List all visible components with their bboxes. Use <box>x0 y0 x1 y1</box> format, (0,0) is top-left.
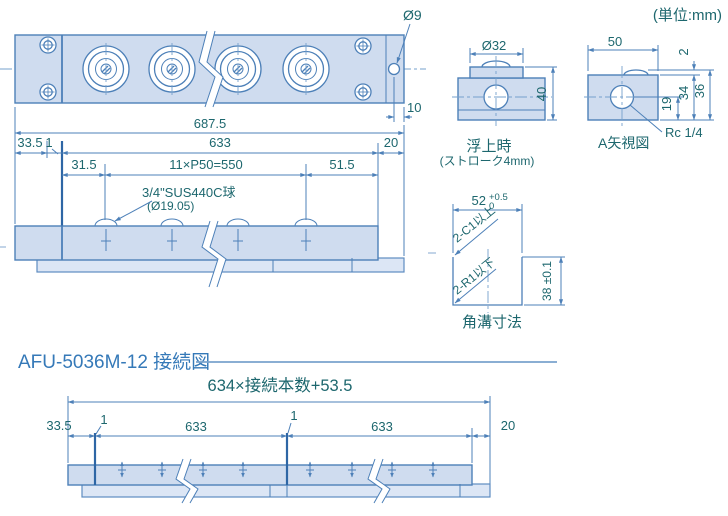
balls-side <box>94 218 318 251</box>
connection-bodies <box>67 464 473 486</box>
groove-width-tol-lower: 0 <box>489 201 494 212</box>
dim-joint-gap: 1 <box>45 135 52 150</box>
ball-label-leader <box>114 200 153 222</box>
a-arrow-view: 50 19 34 2 36 Rc 1/4 A矢視図 <box>584 34 714 151</box>
top-view: Ø9 10 <box>0 7 426 122</box>
side-view <box>0 218 436 288</box>
conn-left-margin: 33.5 <box>46 418 71 433</box>
conn-right-margin: 20 <box>501 418 515 433</box>
dim-overall: 687.5 <box>194 116 227 131</box>
svg-text:50: 50 <box>608 34 622 49</box>
dim-ball-dia: Ø32 <box>469 38 524 63</box>
break-line-plan <box>198 30 224 108</box>
dim-hole-offset: 10 <box>386 77 421 122</box>
svg-text:10: 10 <box>407 100 421 115</box>
mounting-hole <box>387 62 401 76</box>
ball-units-plan <box>82 43 330 95</box>
float-top-plate <box>469 66 524 79</box>
plan-dimensions: 687.5 33.5 1 633 20 31.5 11×P50=550 51.5… <box>14 107 405 256</box>
connection-title: AFU-5036M-12 接続図 <box>18 351 210 373</box>
dim-last-pitch: 51.5 <box>329 157 354 172</box>
dia9-leader <box>396 23 411 64</box>
dim-total-height: 36 <box>692 84 707 98</box>
ball-material-label: 3/4"SUS440C球 <box>142 185 236 200</box>
dim-right-margin: 20 <box>384 135 398 150</box>
connection-balls <box>118 461 437 478</box>
bolt-holes <box>39 36 372 101</box>
break-line-conn-1 <box>175 458 199 504</box>
float-caption-sub: (ストローク4mm) <box>440 154 535 168</box>
dim-protrusion: 2 <box>676 48 691 55</box>
fillet-leader <box>454 268 497 304</box>
dim-a-heights: 19 34 2 36 <box>634 48 714 121</box>
conn-joint1: 1 <box>100 412 107 427</box>
groove-width-tol-upper: +0.5 <box>489 192 508 203</box>
units-note: (単位:mm) <box>653 7 722 24</box>
dim-rail-length: 633 <box>209 135 231 150</box>
dim-first-pitch: 31.5 <box>71 157 96 172</box>
ball-dia-label: (Ø19.05) <box>147 199 194 213</box>
dim-body-height: 34 <box>676 86 691 100</box>
connection-diagram: AFU-5036M-12 接続図 634×接続本数+53.5 33.5 1 63… <box>18 351 557 504</box>
conn-joint2: 1 <box>290 408 297 423</box>
fillet-label: 2-R1以下 <box>450 255 498 297</box>
dia9-label: Ø9 <box>403 7 422 23</box>
connection-formula: 634×接続本数+53.5 <box>208 376 353 395</box>
dim-groove-width: 52 <box>472 193 486 208</box>
dim-float-height: 40 <box>525 66 557 121</box>
groove-profile <box>452 257 523 306</box>
dim-hole-height: 19 <box>659 97 674 111</box>
a-view-caption: A矢視図 <box>598 135 649 151</box>
float-view: Ø32 40 浮上時 (ストローク4mm) <box>440 38 557 168</box>
conn-span2: 633 <box>371 419 393 434</box>
dim-pitch: 11×P50=550 <box>169 157 243 172</box>
connection-rail <box>81 483 491 498</box>
dim-a-width: 50 <box>587 34 659 71</box>
unit-body-side <box>14 225 379 261</box>
thread-label: Rc 1/4 <box>665 125 703 140</box>
chamfer-leader <box>454 218 499 256</box>
dim-groove-depth: 38 ±0.1 <box>524 256 565 306</box>
conn-span1: 633 <box>185 419 207 434</box>
svg-text:40: 40 <box>534 87 549 101</box>
groove-section-view: 52 +0.5 0 38 ±0.1 2-C1以上 2-R1以下 角溝寸法 <box>450 192 565 331</box>
svg-text:38 ±0.1: 38 ±0.1 <box>540 261 554 301</box>
thread-leader <box>629 104 663 133</box>
groove-caption: 角溝寸法 <box>462 314 522 331</box>
a-view-ball-dome <box>623 69 649 76</box>
dim-left-margin: 33.5 <box>17 135 42 150</box>
svg-text:Ø32: Ø32 <box>482 38 507 53</box>
float-caption: 浮上時 <box>466 138 511 155</box>
break-line-conn-2 <box>367 458 391 504</box>
break-line-side <box>201 220 227 288</box>
